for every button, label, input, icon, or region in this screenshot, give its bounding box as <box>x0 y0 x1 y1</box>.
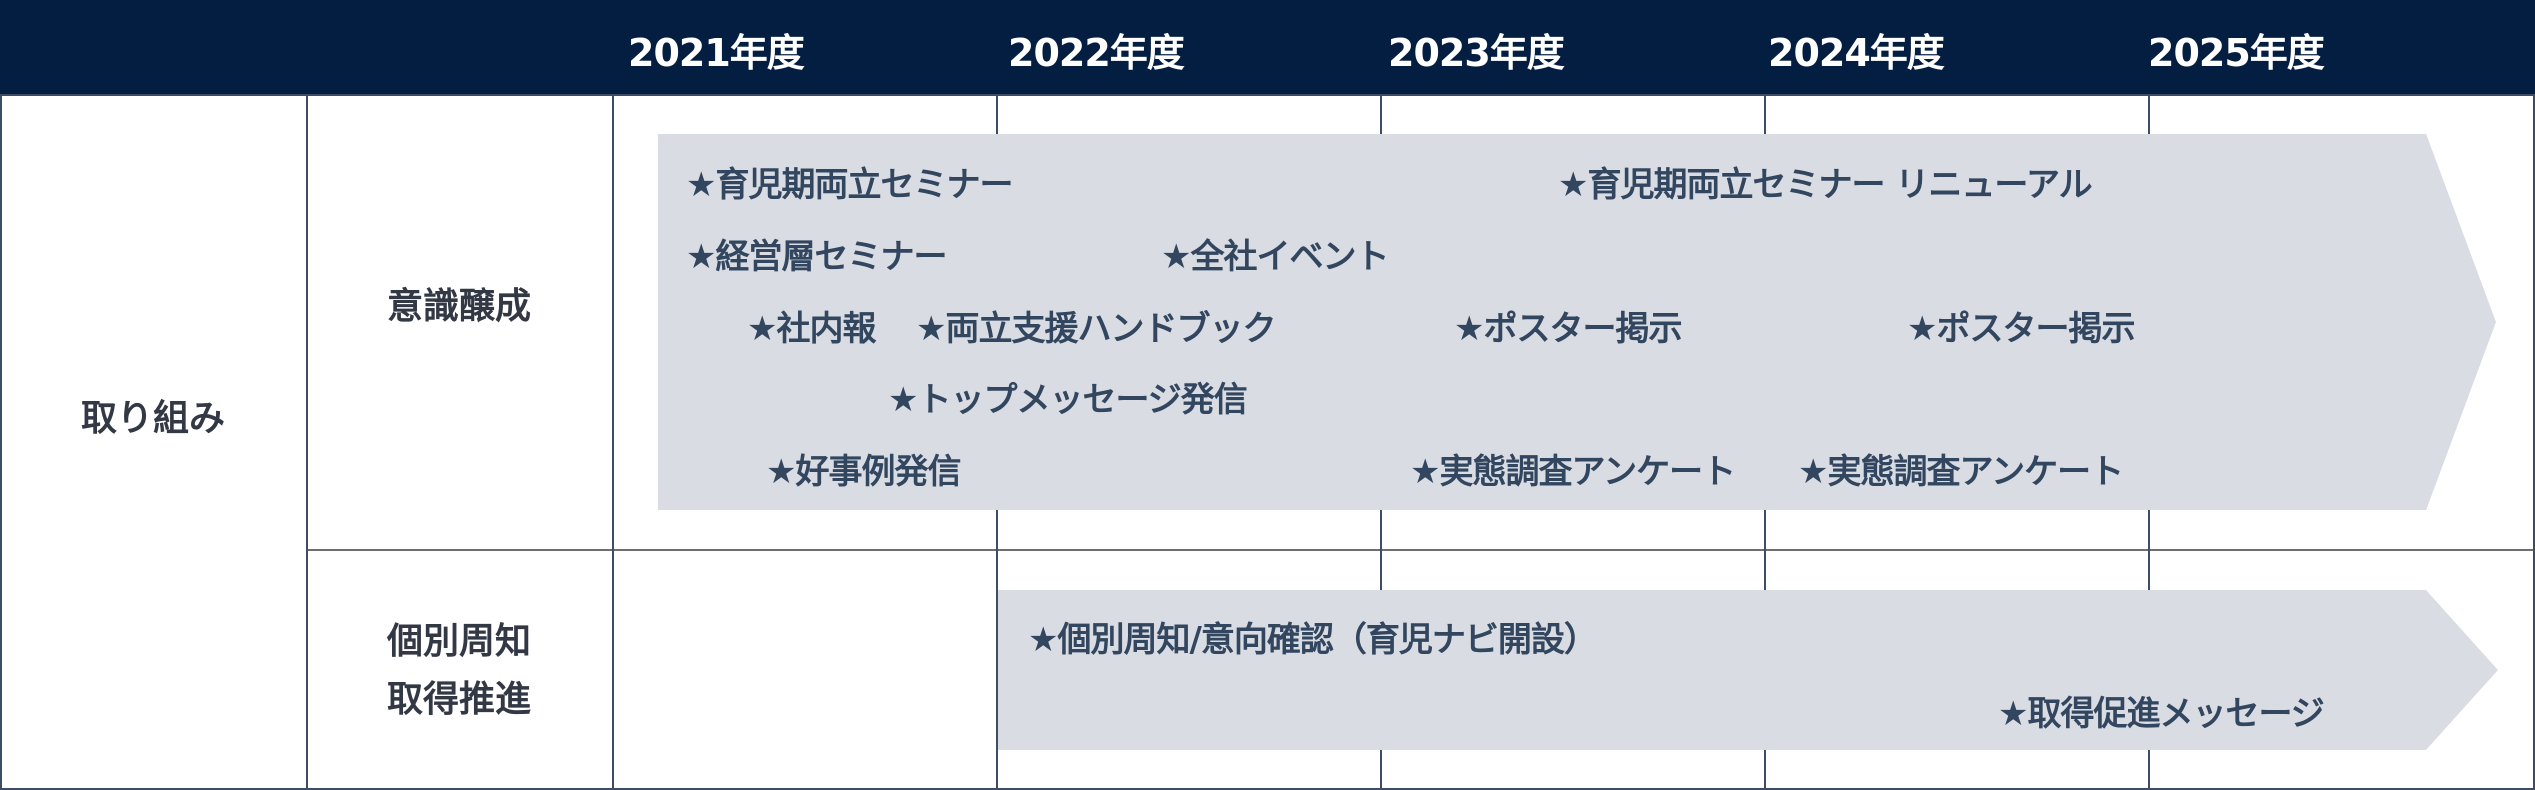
awareness-item: ★育児期両立セミナー リニューアル <box>1558 165 2093 205</box>
awareness-item: ★トップメッセージ発信 <box>888 380 1248 420</box>
awareness-item: ★ポスター掲示 <box>1454 309 1682 349</box>
year-2024: 2024年度 <box>1768 31 1945 75</box>
individual-timeline-arrow <box>998 590 2498 750</box>
awareness-item: ★経営層セミナー <box>686 237 947 277</box>
awareness-item: ★好事例発信 <box>766 452 961 492</box>
awareness-timeline-arrow <box>658 134 2496 510</box>
label-column-border <box>612 94 614 790</box>
awareness-item: ★全社イベント <box>1161 237 1389 277</box>
awareness-item: ★ポスター掲示 <box>1907 309 2135 349</box>
awareness-item: ★実態調査アンケート <box>1410 452 1736 492</box>
category-column-border <box>306 94 308 790</box>
awareness-item: ★実態調査アンケート <box>1798 452 2124 492</box>
header-bottom-border <box>0 94 2535 96</box>
individual-item: ★取得促進メッセージ <box>1998 694 2325 734</box>
row-divider <box>306 549 2535 551</box>
individual-label-line2: 取得推進 <box>386 679 531 720</box>
year-2021: 2021年度 <box>628 31 805 75</box>
category-label: 取り組み <box>80 398 225 439</box>
individual-label-line1: 個別周知 <box>386 621 531 662</box>
year-2022: 2022年度 <box>1008 31 1185 75</box>
awareness-item: ★社内報 <box>747 309 876 349</box>
table-left-border <box>0 94 2 790</box>
year-header: 2021年度 2022年度 2023年度 2024年度 2025年度 <box>0 0 2535 94</box>
table-right-border <box>2533 94 2535 790</box>
individual-item: ★個別周知/意向確認（育児ナビ開設） <box>1028 620 1598 660</box>
awareness-item: ★両立支援ハンドブック <box>916 309 1276 349</box>
year-2025: 2025年度 <box>2148 31 2325 75</box>
awareness-label: 意識醸成 <box>386 286 531 327</box>
table-bottom-border <box>0 788 2535 790</box>
year-2023: 2023年度 <box>1388 31 1565 75</box>
awareness-item: ★育児期両立セミナー <box>686 165 1013 205</box>
